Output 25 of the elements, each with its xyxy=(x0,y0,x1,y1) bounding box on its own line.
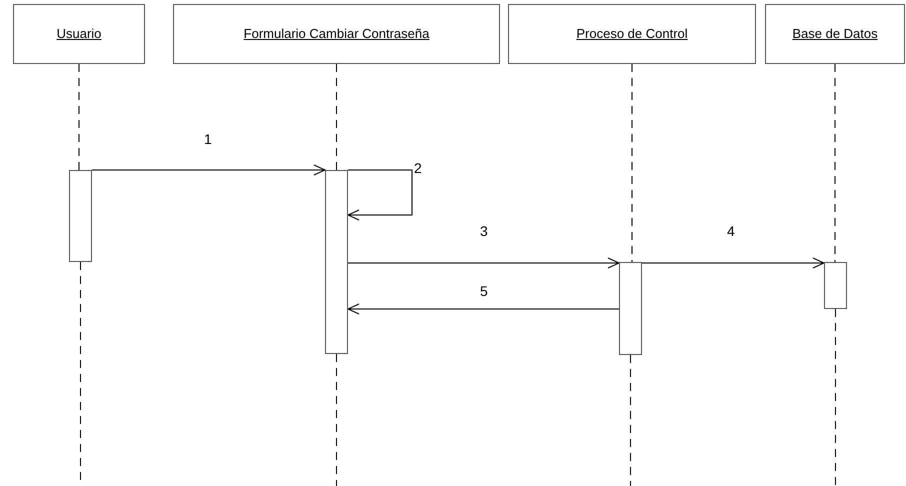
participant-box xyxy=(173,4,500,64)
participant-name: Formulario Cambiar Contraseña xyxy=(244,25,430,44)
participant-name: Proceso de Control xyxy=(576,25,688,44)
activation-bar xyxy=(69,170,92,262)
message-number: 2 xyxy=(413,161,423,175)
participant-box xyxy=(508,4,756,64)
message-arrow xyxy=(348,170,412,220)
lifeline xyxy=(834,64,836,262)
message-number: 3 xyxy=(479,224,489,238)
message-arrow xyxy=(348,258,620,268)
message-arrow xyxy=(348,304,620,314)
message-arrow xyxy=(642,258,824,268)
activation-bar xyxy=(325,170,348,354)
participant-name: Base de Datos xyxy=(792,25,878,44)
activation-bar xyxy=(619,262,642,355)
participant-box xyxy=(13,4,145,64)
participant-box xyxy=(765,4,905,64)
message-arrow xyxy=(92,164,326,176)
message-number: 1 xyxy=(203,132,213,146)
activation-bar xyxy=(824,262,847,309)
lifeline xyxy=(336,64,337,170)
message-number: 4 xyxy=(726,224,736,238)
message-number: 5 xyxy=(479,284,489,298)
participant-name: Usuario xyxy=(56,25,102,44)
lifeline xyxy=(78,64,80,170)
